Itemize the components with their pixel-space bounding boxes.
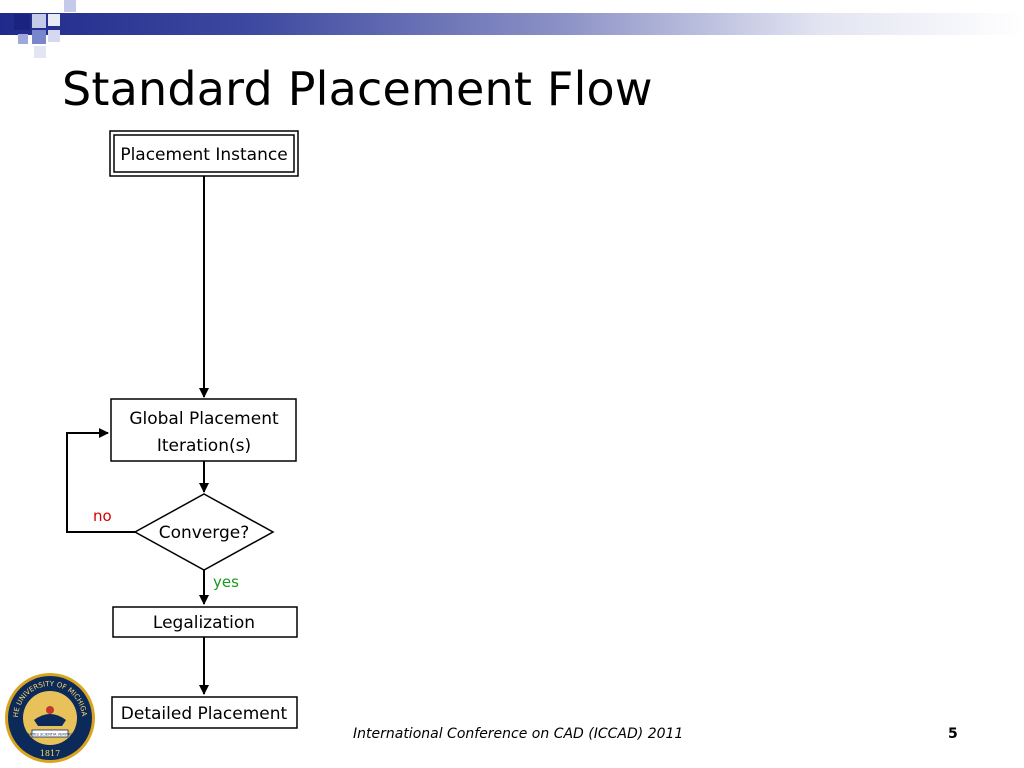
page-number: 5 <box>948 726 958 742</box>
node-legalization: Legalization <box>112 606 298 638</box>
node-placement-instance: Placement Instance <box>109 130 299 177</box>
edge-no-label: no <box>93 507 112 525</box>
header-square-dark <box>14 14 30 30</box>
node-global-placement-line1: Global Placement <box>129 409 279 429</box>
seal-lamp-icon <box>34 714 66 726</box>
node-legalization-label: Legalization <box>153 613 255 633</box>
header-gradient-band <box>0 13 1024 35</box>
seal-year: 1817 <box>40 749 60 758</box>
header-square-tiny <box>64 0 76 12</box>
slide-title: Standard Placement Flow <box>62 62 653 116</box>
seal-flame-icon <box>46 706 54 714</box>
node-placement-instance-label: Placement Instance <box>120 145 287 165</box>
header-square-pale <box>48 14 60 26</box>
node-global-placement-line2: Iteration(s) <box>157 436 251 456</box>
edge-no-loop <box>66 428 135 533</box>
node-global-placement: Global Placement Iteration(s) <box>110 398 297 462</box>
node-detailed-placement: Detailed Placement <box>111 696 298 729</box>
header-square-lower <box>48 30 60 42</box>
university-seal-logo: THE UNIVERSITY OF MICHIGAN ARTES SCIENTI… <box>4 672 95 763</box>
node-converge-decision: Converge? <box>133 493 275 571</box>
edge-yes-label: yes <box>213 573 239 591</box>
node-detailed-placement-label: Detailed Placement <box>121 704 288 724</box>
header-square-light <box>32 14 46 28</box>
header-square-small <box>18 34 28 44</box>
slide-footer: International Conference on CAD (ICCAD) … <box>353 726 684 742</box>
node-converge-label: Converge? <box>159 523 250 543</box>
seal-ribbon <box>31 729 69 738</box>
seal-ribbon-text: ARTES SCIENTIA VERITAS <box>27 733 73 737</box>
header-square-bottom <box>34 46 46 58</box>
header-square-mid <box>32 30 46 44</box>
